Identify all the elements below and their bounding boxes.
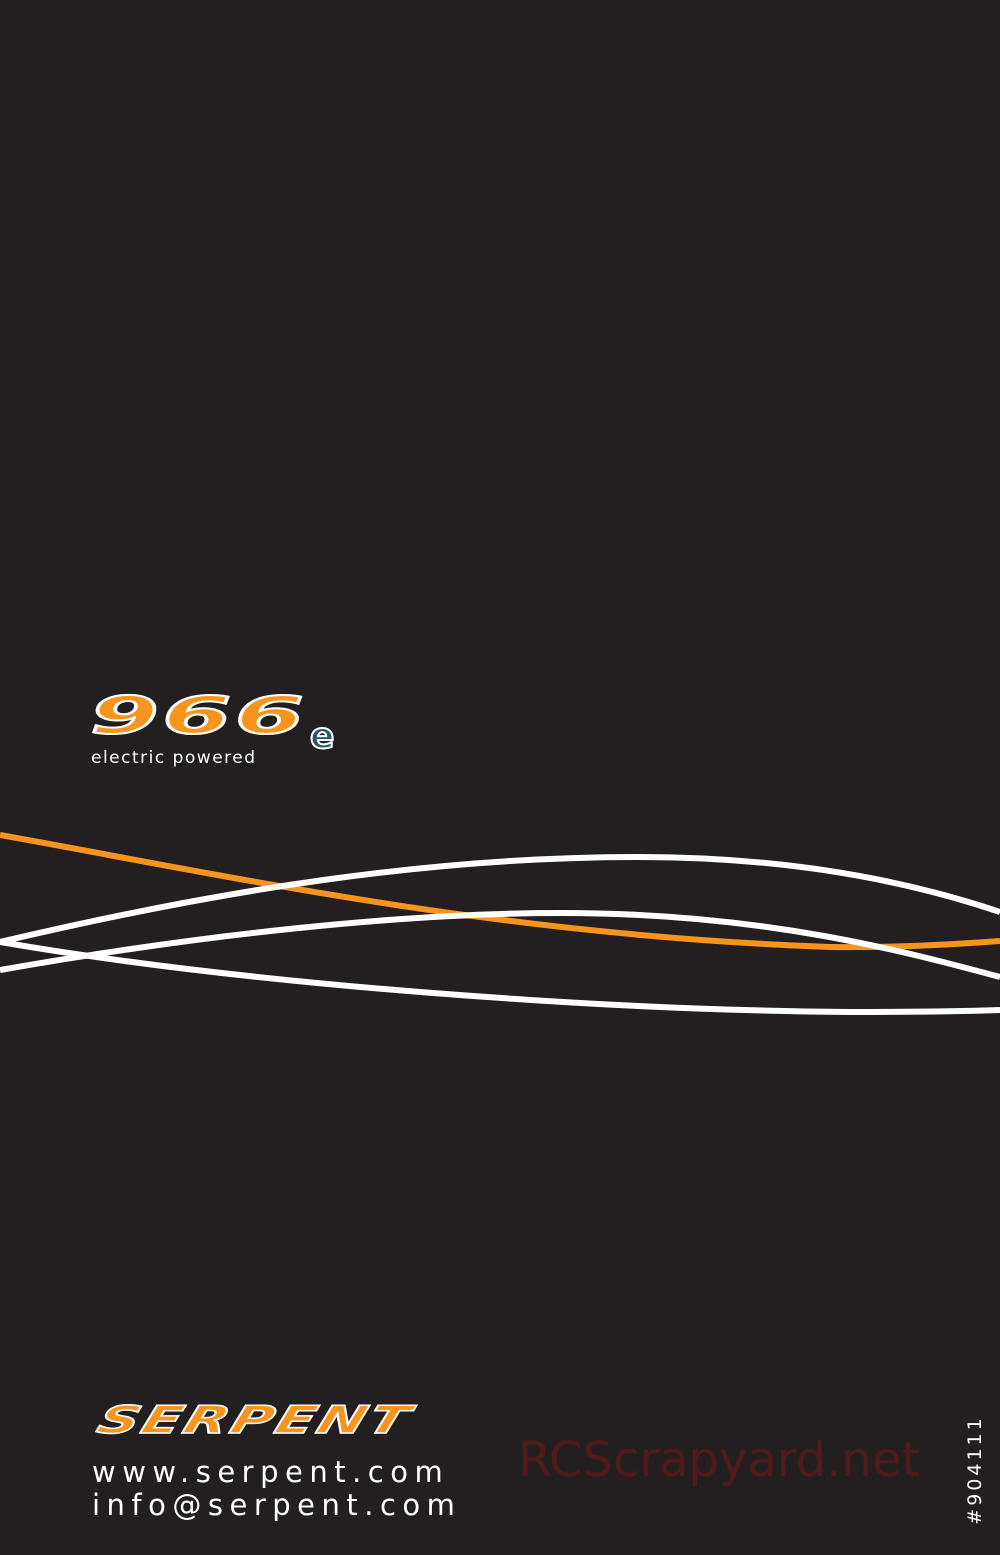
product-logo: 966 e electric powered (88, 685, 368, 772)
serpent-logo-text: SERPENT (91, 1397, 419, 1443)
white-swoosh-3 (0, 939, 1000, 1016)
watermark: RCScrapyard.net (518, 1432, 921, 1488)
white-swoosh-1 (0, 853, 1000, 945)
white-swoosh-2 (0, 909, 1000, 980)
product-suffix: e (309, 715, 335, 758)
serpent-logo: SERPENT (88, 1397, 513, 1444)
website-link[interactable]: www.serpent.com (92, 1455, 450, 1489)
part-number: #904111 (964, 1415, 986, 1525)
email-link[interactable]: info@serpent.com (92, 1488, 462, 1522)
product-tagline: electric powered (91, 748, 257, 768)
orange-swoosh (0, 832, 1000, 951)
product-model: 966 (88, 685, 308, 747)
